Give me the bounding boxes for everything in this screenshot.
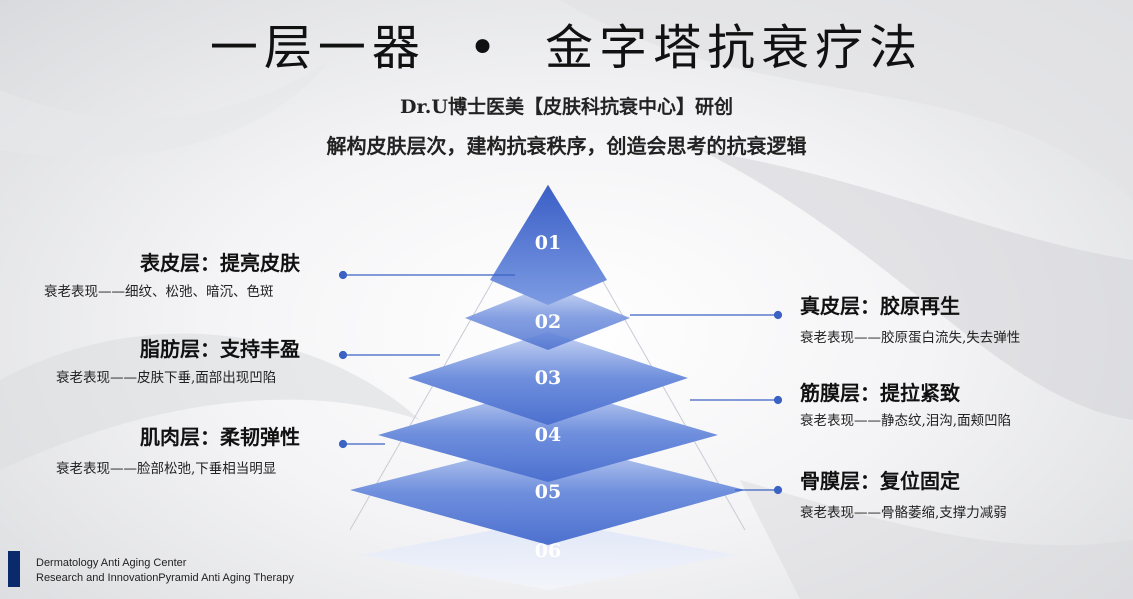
layer-label-fat: 脂肪层：支持丰盈 [140, 337, 300, 361]
connector-dot [338, 270, 348, 280]
pyramid-layer-05 [350, 440, 745, 545]
level-number: 02 [535, 311, 561, 333]
layer-desc-fat: 衰老表现——皮肤下垂,面部出现凹陷 [56, 370, 277, 386]
footer-line-1: Dermatology Anti Aging Center [36, 557, 187, 569]
layer-desc-muscle: 衰老表现——脸部松弛,下垂相当明显 [56, 461, 277, 477]
layer-label-periosteum: 骨膜层：复位固定 [800, 469, 960, 493]
level-number: 06 [535, 540, 561, 562]
subtitle: Dr.U博士医美【皮肤科抗衰中心】研创 [400, 96, 733, 118]
level-number: 01 [535, 232, 561, 254]
connector-dot [338, 350, 348, 360]
footer-line-2: Research and InnovationPyramid Anti Agin… [36, 572, 294, 584]
connector-dot [338, 439, 348, 449]
pyramid-layer-04 [378, 385, 718, 482]
connector-dot [773, 395, 783, 405]
layer-label-fascia: 筋膜层：提拉紧致 [800, 381, 960, 405]
layer-desc-dermis: 衰老表现——胶原蛋白流失,失去弹性 [800, 330, 1021, 346]
layer-desc-epidermis: 衰老表现——细纹、松弛、暗沉、色斑 [44, 284, 274, 300]
layer-desc-periosteum: 衰老表现——骨骼萎缩,支撑力减弱 [800, 505, 1007, 521]
pyramid-layer-02 [465, 285, 630, 350]
connector-dot [773, 485, 783, 495]
connector-dot [773, 310, 783, 320]
pyramid-layer-03 [408, 332, 688, 425]
pyramid-layer-06 [360, 520, 735, 590]
level-number: 05 [535, 481, 561, 503]
layer-label-epidermis: 表皮层：提亮皮肤 [140, 251, 300, 275]
page-title: 一层一器 • 金字塔抗衰疗法 [209, 20, 924, 76]
layer-desc-fascia: 衰老表现——静态纹,泪沟,面颊凹陷 [800, 413, 1012, 429]
pyramid-layer-01 [490, 185, 607, 305]
footer-accent-bar [8, 551, 20, 587]
tagline: 解构皮肤层次，建构抗衰秩序，创造会思考的抗衰逻辑 [326, 134, 807, 158]
level-number: 04 [535, 424, 561, 446]
layer-label-muscle: 肌肉层：柔韧弹性 [140, 425, 300, 449]
level-number: 03 [535, 367, 561, 389]
layer-label-dermis: 真皮层：胶原再生 [800, 294, 960, 318]
